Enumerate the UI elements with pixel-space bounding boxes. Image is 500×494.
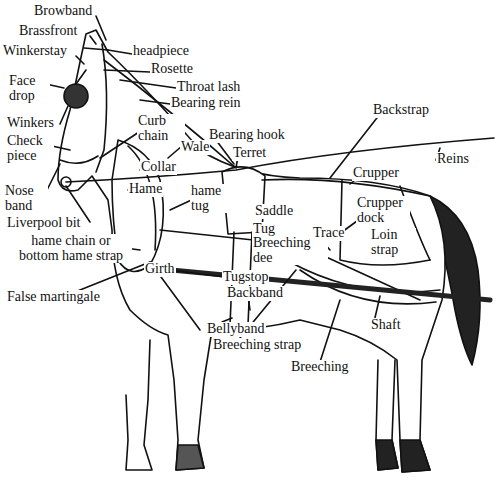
part-label: Trace [312, 226, 345, 241]
part-label: Backband [226, 286, 284, 301]
part-label: Hame [128, 182, 163, 197]
part-label: Breeching strap [212, 338, 302, 353]
part-label: False martingale [6, 290, 101, 305]
part-label: headpiece [132, 44, 190, 59]
part-label: Loin strap [370, 228, 416, 257]
part-label: Backstrap [372, 103, 430, 118]
part-label: Curb chain [137, 114, 185, 143]
part-label: Crupper dock [356, 196, 410, 225]
part-label: Bearing rein [170, 96, 242, 111]
part-label: Winkers [6, 116, 55, 131]
part-label: Rosette [150, 62, 194, 77]
part-label: Throat lash [176, 80, 241, 95]
part-label: Breeching [290, 360, 350, 375]
part-label: Bellyband [206, 322, 266, 337]
part-label: Girth [144, 262, 176, 277]
part-label: Browband [33, 4, 93, 19]
part-label: Brassfront [18, 24, 78, 39]
part-label: Wale [180, 140, 210, 155]
part-label: hame chain or bottom hame strap [10, 234, 132, 263]
part-label: Crupper [352, 166, 400, 181]
part-label: Collar [140, 160, 177, 175]
part-label: Tug [252, 222, 276, 237]
part-label: Reins [436, 152, 470, 167]
part-label: Nose band [4, 184, 48, 213]
part-label: Tugstop [222, 270, 269, 285]
part-label: Shaft [370, 318, 402, 333]
part-label: Check piece [6, 134, 54, 163]
part-label: Bearing hook [208, 128, 286, 143]
part-label: Saddle [254, 204, 294, 219]
part-label: Face drop [8, 74, 50, 103]
part-label: Terret [232, 146, 267, 161]
part-label: hame tug [190, 184, 232, 213]
part-label: Winkerstay [2, 44, 68, 59]
part-label: Liverpool bit [6, 216, 82, 231]
